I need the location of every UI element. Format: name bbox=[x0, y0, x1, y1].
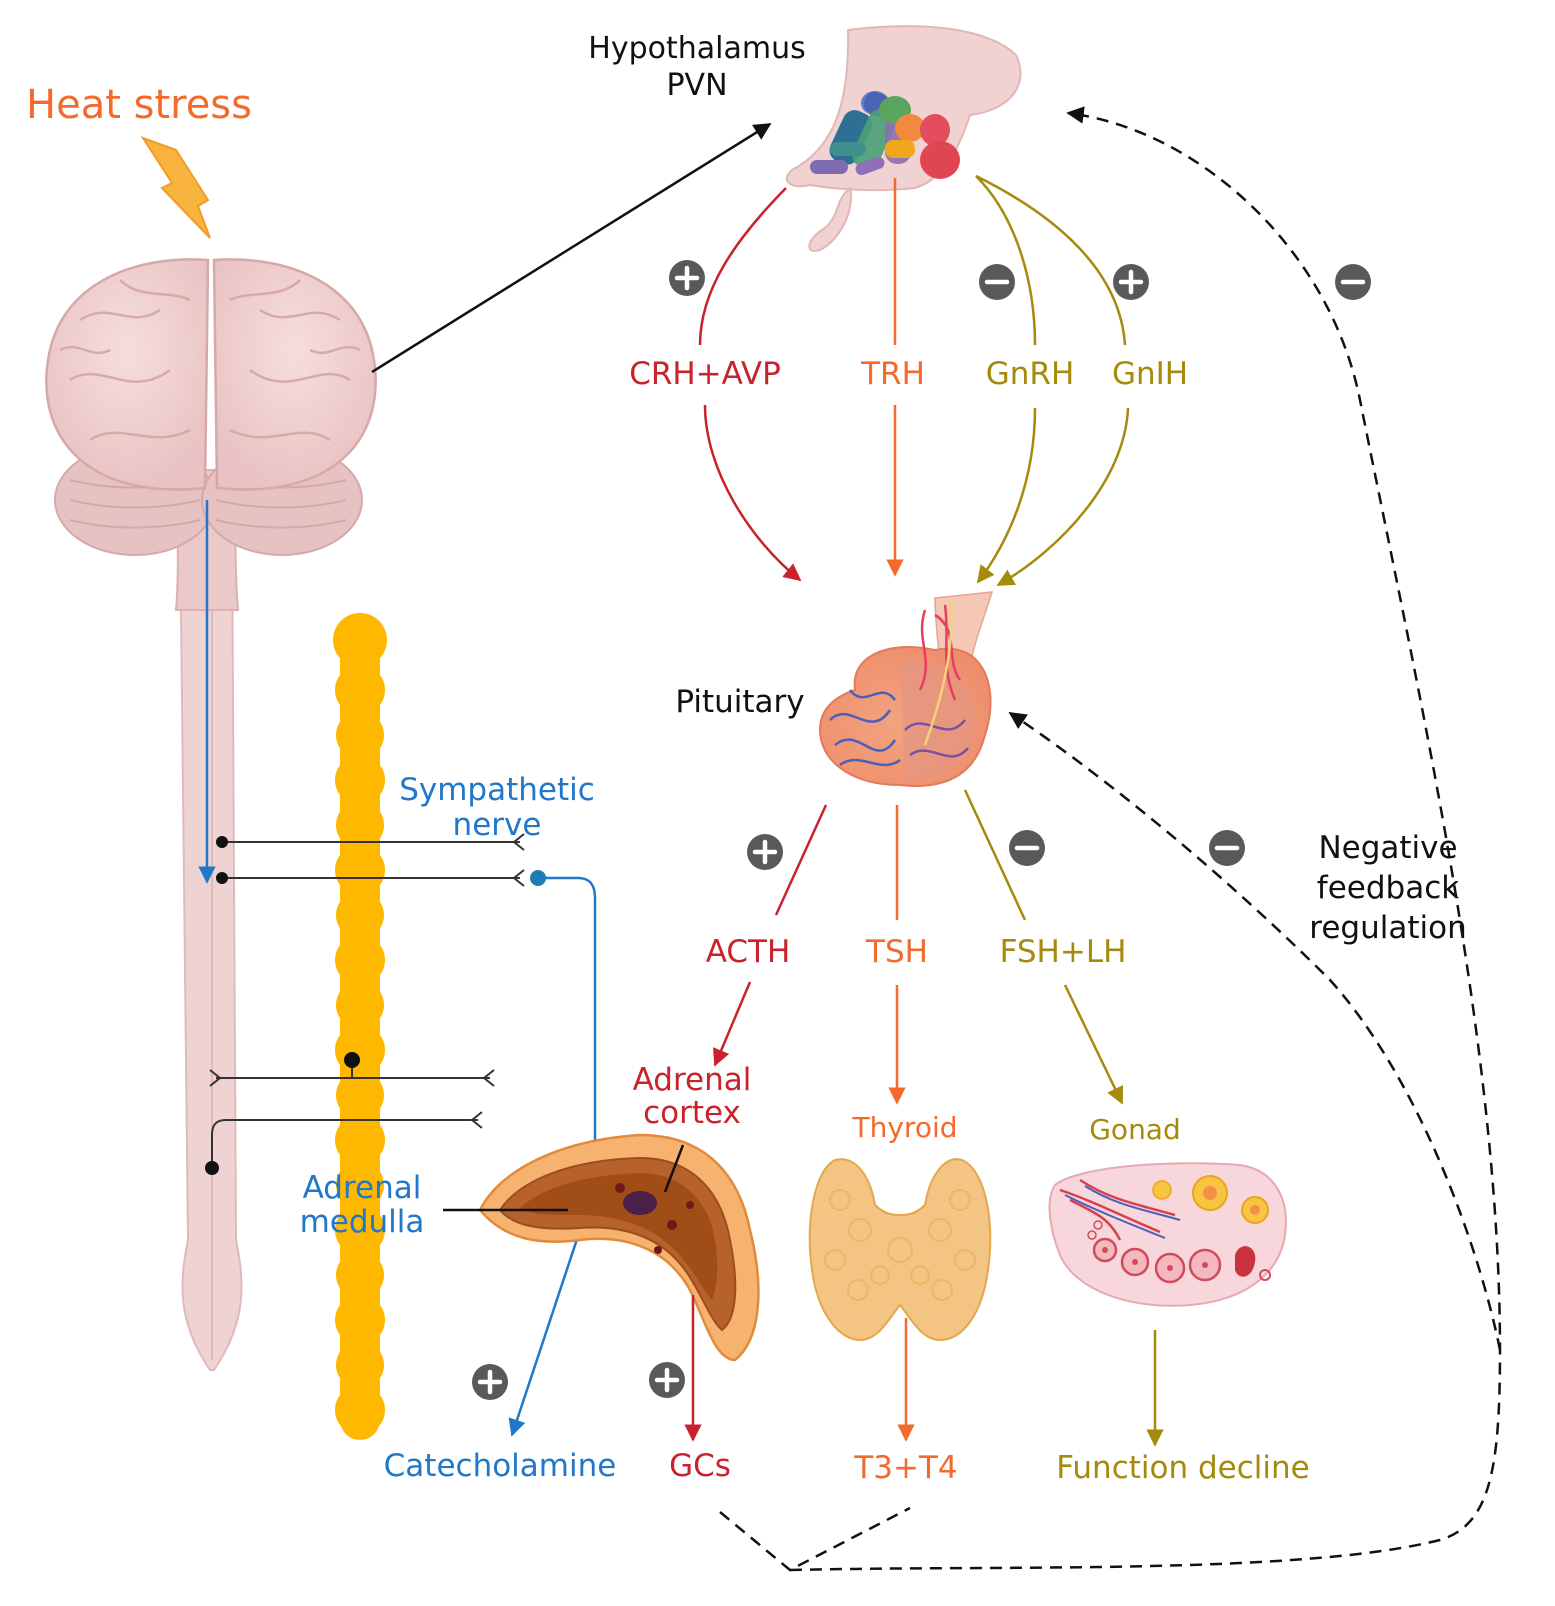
minus-circle-icon bbox=[1009, 830, 1045, 866]
t3-t4-label: T3+T4 bbox=[853, 1450, 957, 1486]
crh-avp-path-lower bbox=[703, 404, 802, 582]
adrenal-medulla-label-line2: medulla bbox=[300, 1204, 425, 1240]
tsh-label: TSH bbox=[865, 934, 928, 970]
plus-circle-icon bbox=[669, 260, 705, 296]
crh-avp-path-upper bbox=[698, 187, 787, 346]
thyroid-illustration bbox=[808, 1158, 992, 1342]
hypothalamus-illustration bbox=[785, 25, 1022, 252]
minus-circle-icon bbox=[979, 264, 1015, 300]
plus-circle-icon bbox=[472, 1364, 508, 1400]
adrenal-cortex-label-line2: cortex bbox=[643, 1095, 741, 1131]
brain-to-hypothalamus-arrow bbox=[371, 122, 772, 374]
gcs-label: GCs bbox=[669, 1448, 731, 1484]
negative-feedback-pathways bbox=[719, 106, 1502, 1572]
lightning-bolt-icon bbox=[140, 136, 211, 239]
sympathetic-chain-ganglia bbox=[333, 613, 387, 1440]
thyroid-label: Thyroid bbox=[852, 1111, 958, 1144]
negative-feedback-label-line2: feedback bbox=[1317, 870, 1459, 906]
adrenal-cortex-label: Adrenal bbox=[633, 1062, 752, 1098]
acth-label: ACTH bbox=[706, 934, 791, 970]
gnrh-path-lower bbox=[976, 407, 1037, 584]
acth-path-lower bbox=[713, 981, 752, 1067]
negative-feedback-label-line3: regulation bbox=[1309, 910, 1466, 946]
acth-path-upper bbox=[774, 804, 828, 916]
catecholamine-label: Catecholamine bbox=[384, 1448, 617, 1484]
brain-illustration bbox=[45, 258, 377, 1371]
plus-circle-icon bbox=[747, 834, 783, 870]
fsh-lh-path-lower bbox=[1063, 984, 1124, 1105]
minus-circle-icon bbox=[1335, 264, 1371, 300]
gonad-label: Gonad bbox=[1089, 1113, 1181, 1146]
gnih-path-upper bbox=[975, 174, 1127, 346]
heat-stress-label: Heat stress bbox=[26, 82, 252, 128]
gonad-illustration bbox=[1048, 1162, 1287, 1307]
negative-feedback-label: Negative bbox=[1318, 830, 1457, 866]
adrenal-cortex-pointer bbox=[663, 1144, 685, 1193]
nerve-fibers bbox=[205, 833, 525, 1175]
plus-circle-icon bbox=[1113, 264, 1149, 300]
hypothalamus-label: Hypothalamus bbox=[588, 31, 805, 66]
adrenal-gland-illustration bbox=[478, 1133, 760, 1362]
sympathetic-nerve-label: Sympathetic bbox=[399, 772, 595, 808]
gnrh-path-upper bbox=[975, 175, 1037, 346]
trh-label: TRH bbox=[860, 356, 925, 392]
fsh-lh-path-upper bbox=[963, 789, 1027, 921]
function-decline-label: Function decline bbox=[1056, 1450, 1309, 1486]
gnih-path-lower bbox=[996, 407, 1130, 587]
sympathetic-nerve-label-line2: nerve bbox=[453, 807, 542, 843]
fsh-lh-label: FSH+LH bbox=[1000, 934, 1127, 970]
plus-circle-icon bbox=[649, 1362, 685, 1398]
pituitary-label: Pituitary bbox=[675, 684, 804, 720]
gnrh-label: GnRH bbox=[986, 356, 1075, 392]
crh-avp-label: CRH+AVP bbox=[629, 356, 781, 392]
adrenal-medulla-label: Adrenal bbox=[303, 1170, 422, 1206]
gnih-label: GnIH bbox=[1112, 356, 1188, 392]
minus-circle-icon bbox=[1209, 830, 1245, 866]
hypothalamus-pvn-label: PVN bbox=[666, 68, 727, 103]
pituitary-illustration bbox=[818, 591, 994, 787]
